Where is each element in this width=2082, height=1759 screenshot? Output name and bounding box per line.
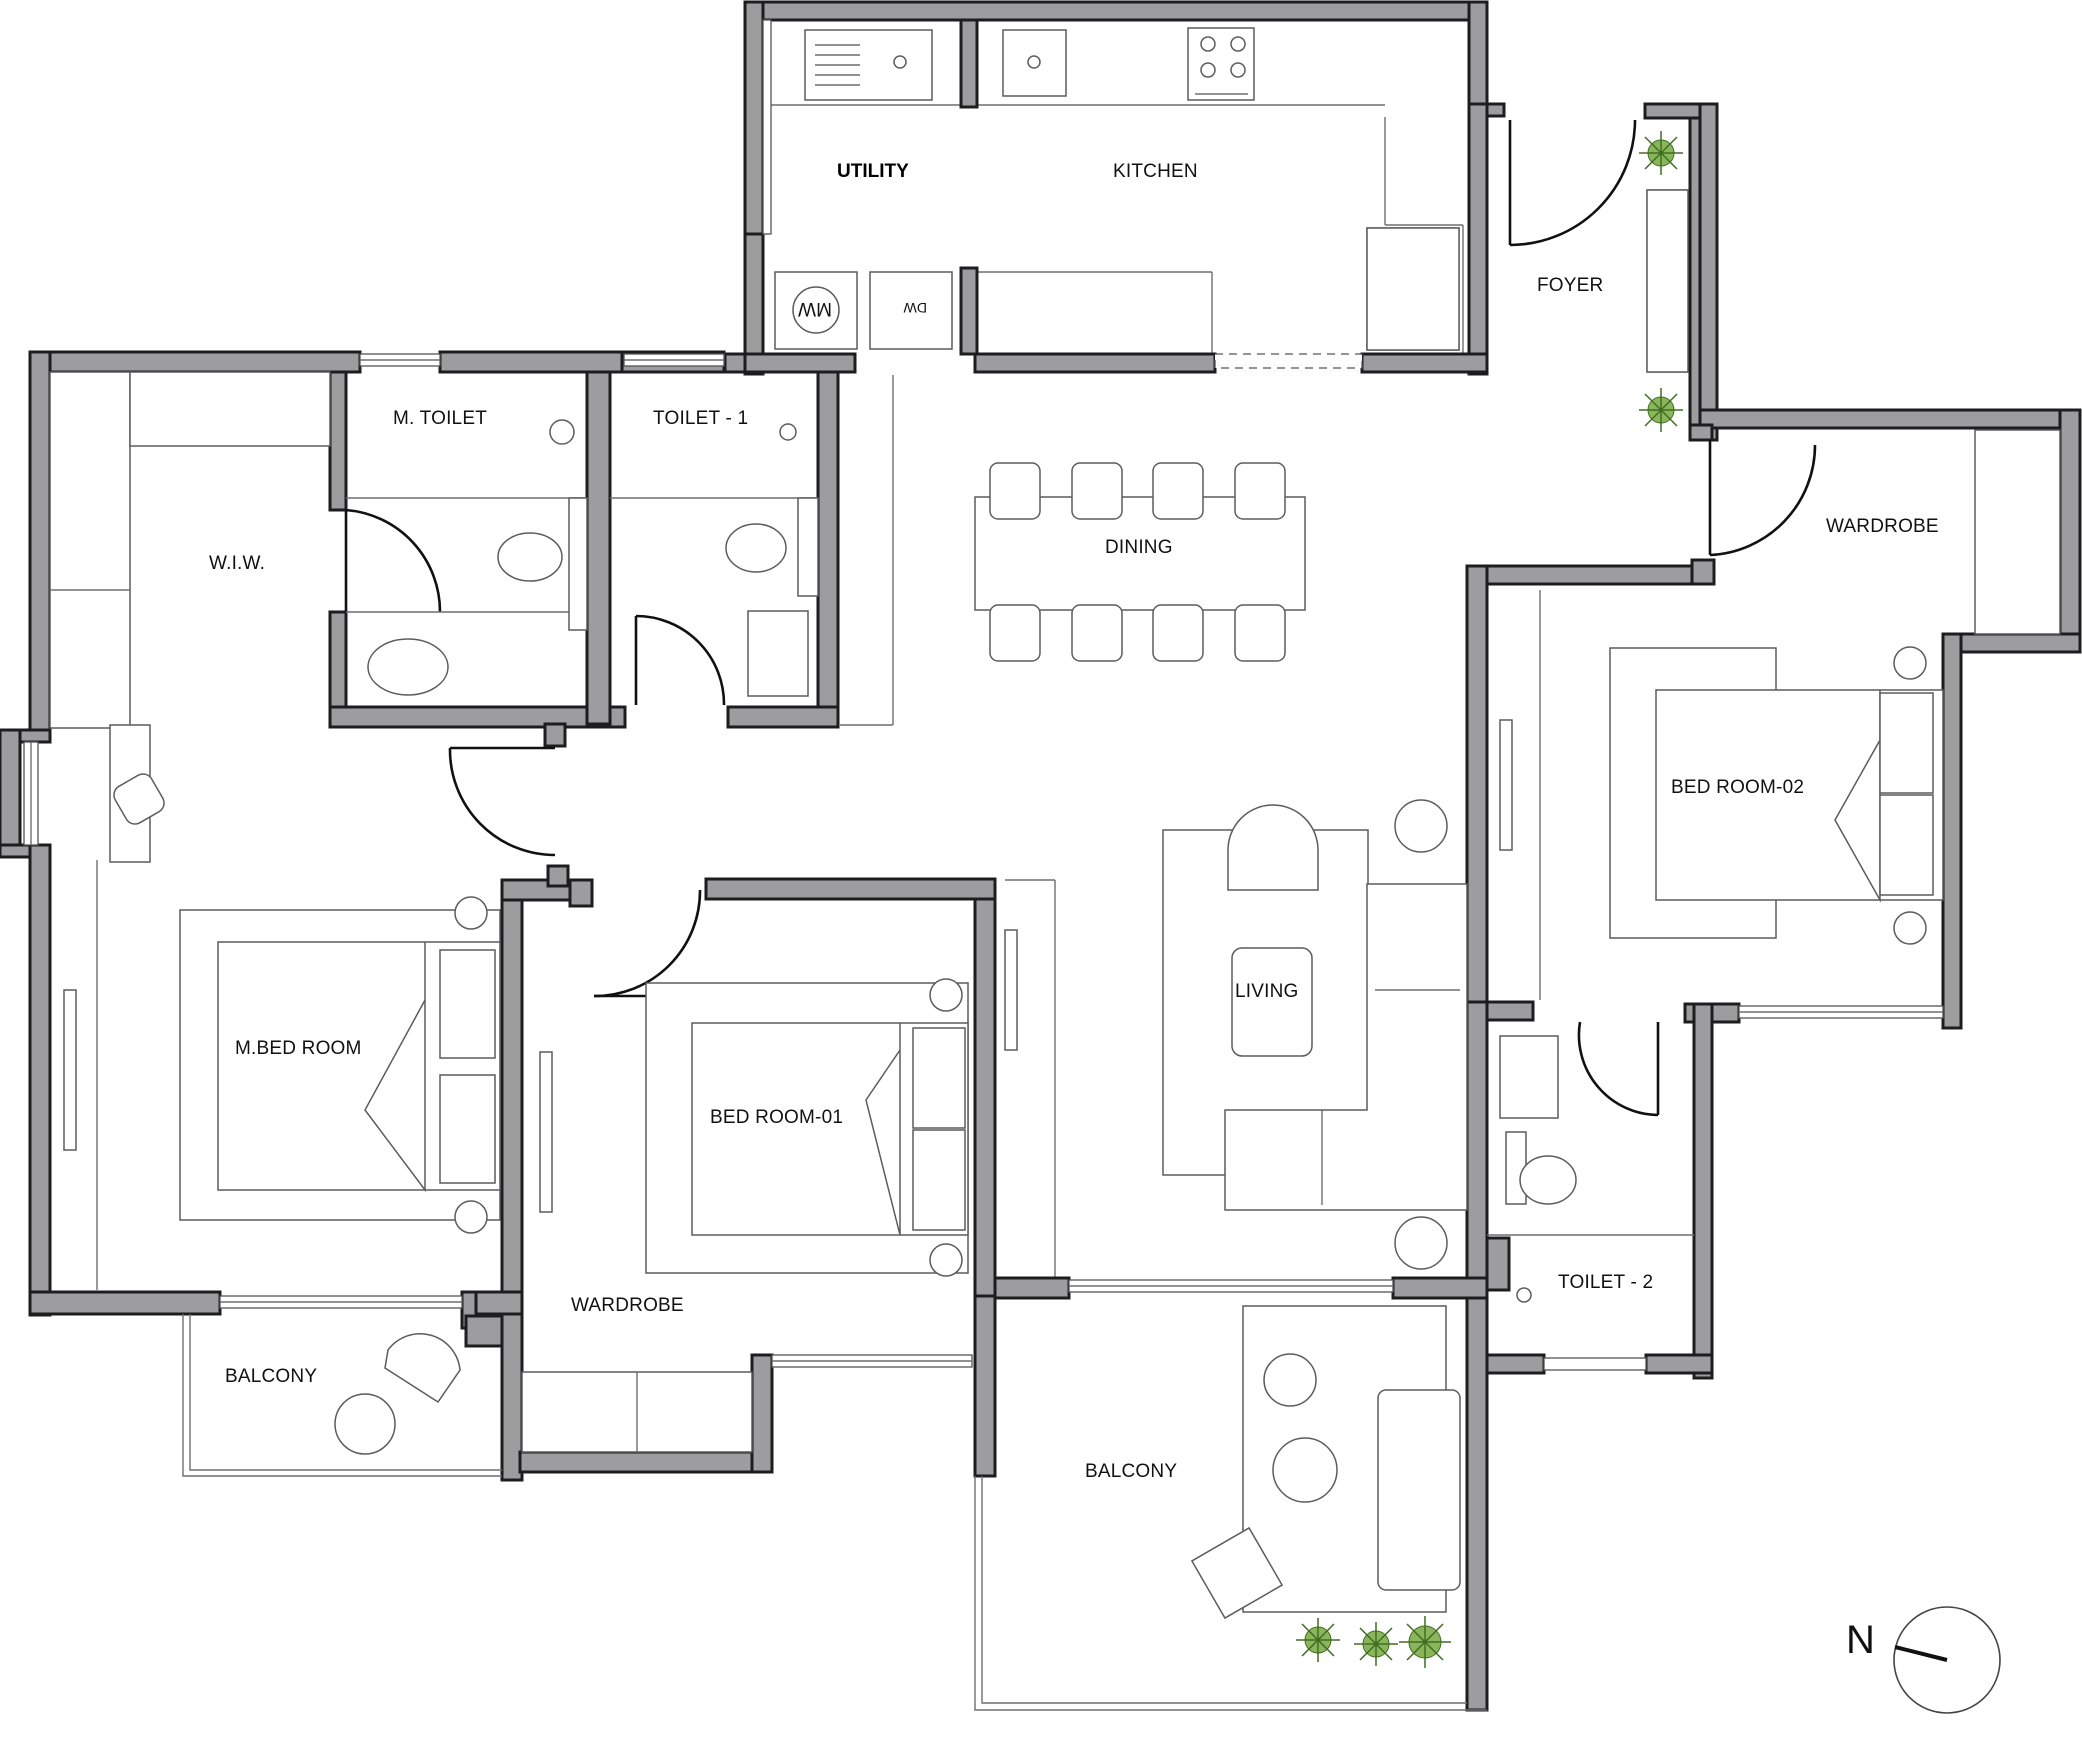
label-foyer: FOYER: [1537, 275, 1603, 296]
label-m-toilet: M. TOILET: [393, 408, 487, 429]
tv-units: [63, 719, 1513, 1213]
microwave-label: MW: [798, 298, 832, 319]
label-utility: UTILITY: [837, 161, 909, 182]
dishwasher-label: DW: [903, 300, 927, 316]
label-dining: DINING: [1105, 537, 1173, 558]
wardrobes: [49, 371, 2061, 1453]
dining-table: [974, 462, 1306, 662]
windows: [23, 19, 1944, 1711]
label-toilet-1: TOILET - 1: [653, 408, 748, 429]
label-wardrobe-s: WARDROBE: [571, 1295, 684, 1316]
walls: [0, 0, 2082, 1712]
kitchen-fixtures: [774, 27, 1460, 351]
beds: [179, 646, 1944, 1277]
label-m-bedroom: M.BED ROOM: [235, 1038, 362, 1059]
label-toilet-2: TOILET - 2: [1558, 1272, 1653, 1293]
north-arrow: N: [1846, 1606, 2001, 1714]
label-kitchen: KITCHEN: [1113, 161, 1198, 182]
label-wiw: W.I.W.: [209, 553, 265, 574]
balcony-furniture: [334, 1305, 1461, 1620]
label-bedroom-01: BED ROOM-01: [710, 1107, 843, 1128]
label-living: LIVING: [1235, 981, 1299, 1002]
label-bedroom-02: BED ROOM-02: [1671, 777, 1804, 798]
label-balcony-s: BALCONY: [1085, 1461, 1177, 1482]
bath-fixtures: [346, 419, 1694, 1303]
foyer-fixtures: [1646, 189, 1689, 373]
plants: [1296, 131, 1683, 1668]
label-wardrobe-nw: WARDROBE: [1826, 516, 1939, 537]
north-letter: N: [1846, 1618, 1875, 1662]
living-furniture: [109, 724, 1468, 1270]
label-balcony-w: BALCONY: [225, 1366, 317, 1387]
